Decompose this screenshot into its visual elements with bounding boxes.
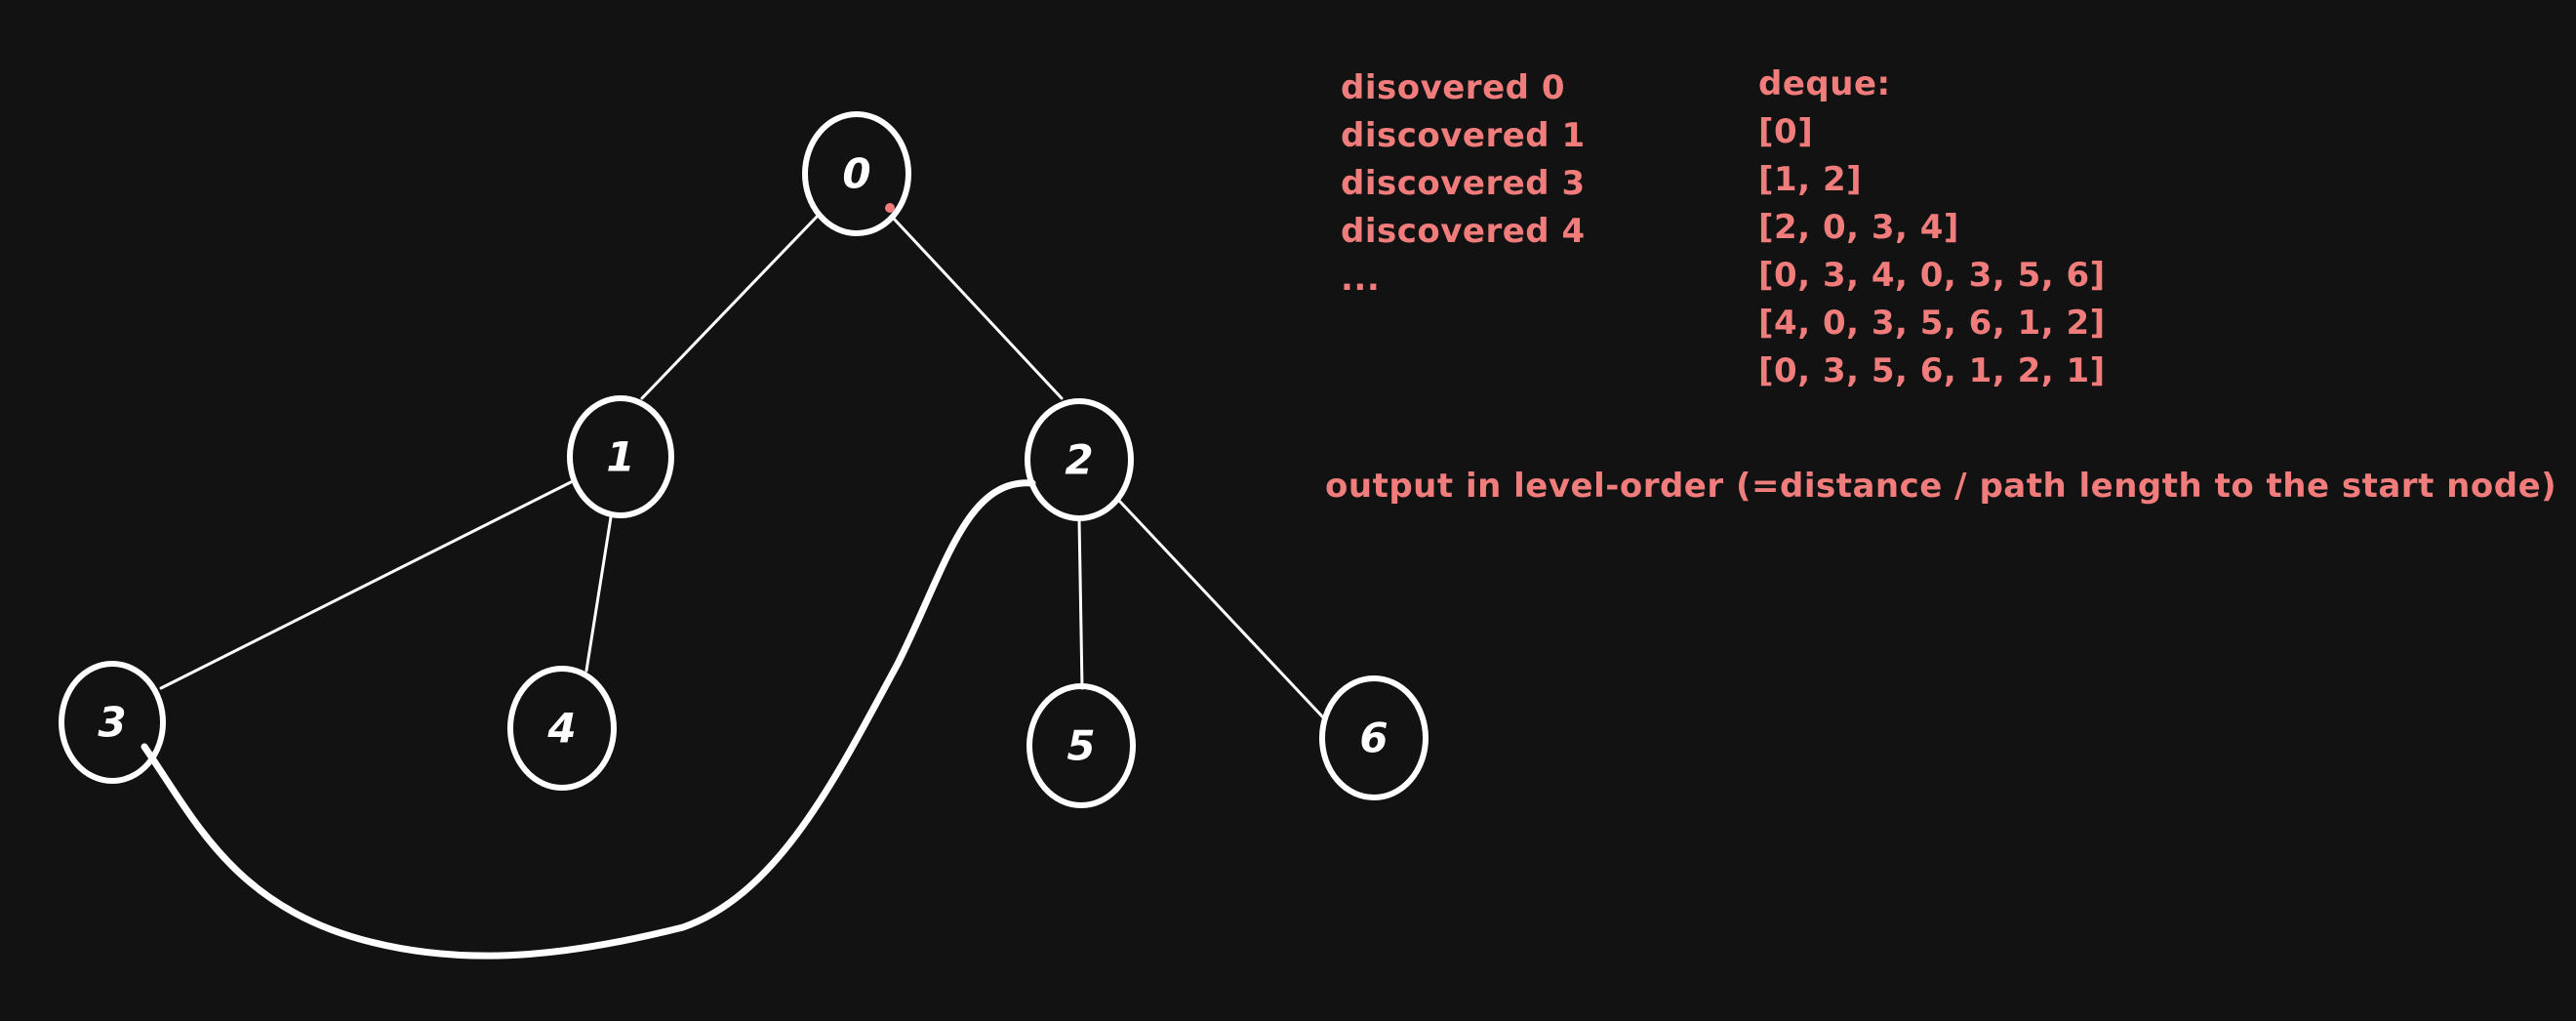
node-1: 1 [567,395,674,518]
edge-3-2-curve [141,479,1036,960]
discovered-line: discovered 4 [1341,212,1586,251]
deque-state: [0] [1758,112,1814,151]
discovered-line: discovered 3 [1341,164,1586,203]
node-2: 2 [1025,398,1134,521]
node-3: 3 [59,661,166,784]
node-5: 5 [1026,683,1136,808]
edge-0-2 [892,217,1064,400]
node-3-label: 3 [98,699,126,747]
deque-title: deque: [1758,64,1891,103]
deque-state: [1, 2] [1758,160,1863,199]
output-note: output in level-order (=distance / path … [1325,467,2557,506]
edge-1-3 [159,480,573,690]
node-4: 4 [507,666,617,791]
deque-states: deque: [0] [1, 2] [2, 0, 3, 4] [0, 3, 4,… [1758,61,2106,395]
edge-1-4 [584,515,613,673]
node-0-label: 0 [842,150,870,198]
deque-state: [2, 0, 3, 4] [1758,208,1959,247]
discovered-ellipsis: ... [1341,260,1381,299]
node-1-label: 1 [606,433,634,481]
node-6: 6 [1319,675,1429,800]
edge-0-1 [640,214,820,400]
node-5-label: 5 [1067,722,1095,770]
discovered-line: discovered 1 [1341,116,1586,155]
node-2-label: 2 [1065,436,1093,484]
edge-2-6 [1118,500,1325,719]
node-6-label: 6 [1359,715,1388,762]
deque-state: [0, 3, 4, 0, 3, 5, 6] [1758,256,2106,295]
stray-dot [885,203,895,213]
discovered-list: disovered 0 discovered 1 discovered 3 di… [1341,64,1586,304]
node-4-label: 4 [546,705,576,753]
node-0: 0 [802,111,911,236]
deque-state: [4, 0, 3, 5, 6, 1, 2] [1758,304,2106,343]
discovered-line: disovered 0 [1341,68,1565,107]
deque-state: [0, 3, 5, 6, 1, 2, 1] [1758,351,2106,390]
edge-2-5 [1077,517,1084,690]
